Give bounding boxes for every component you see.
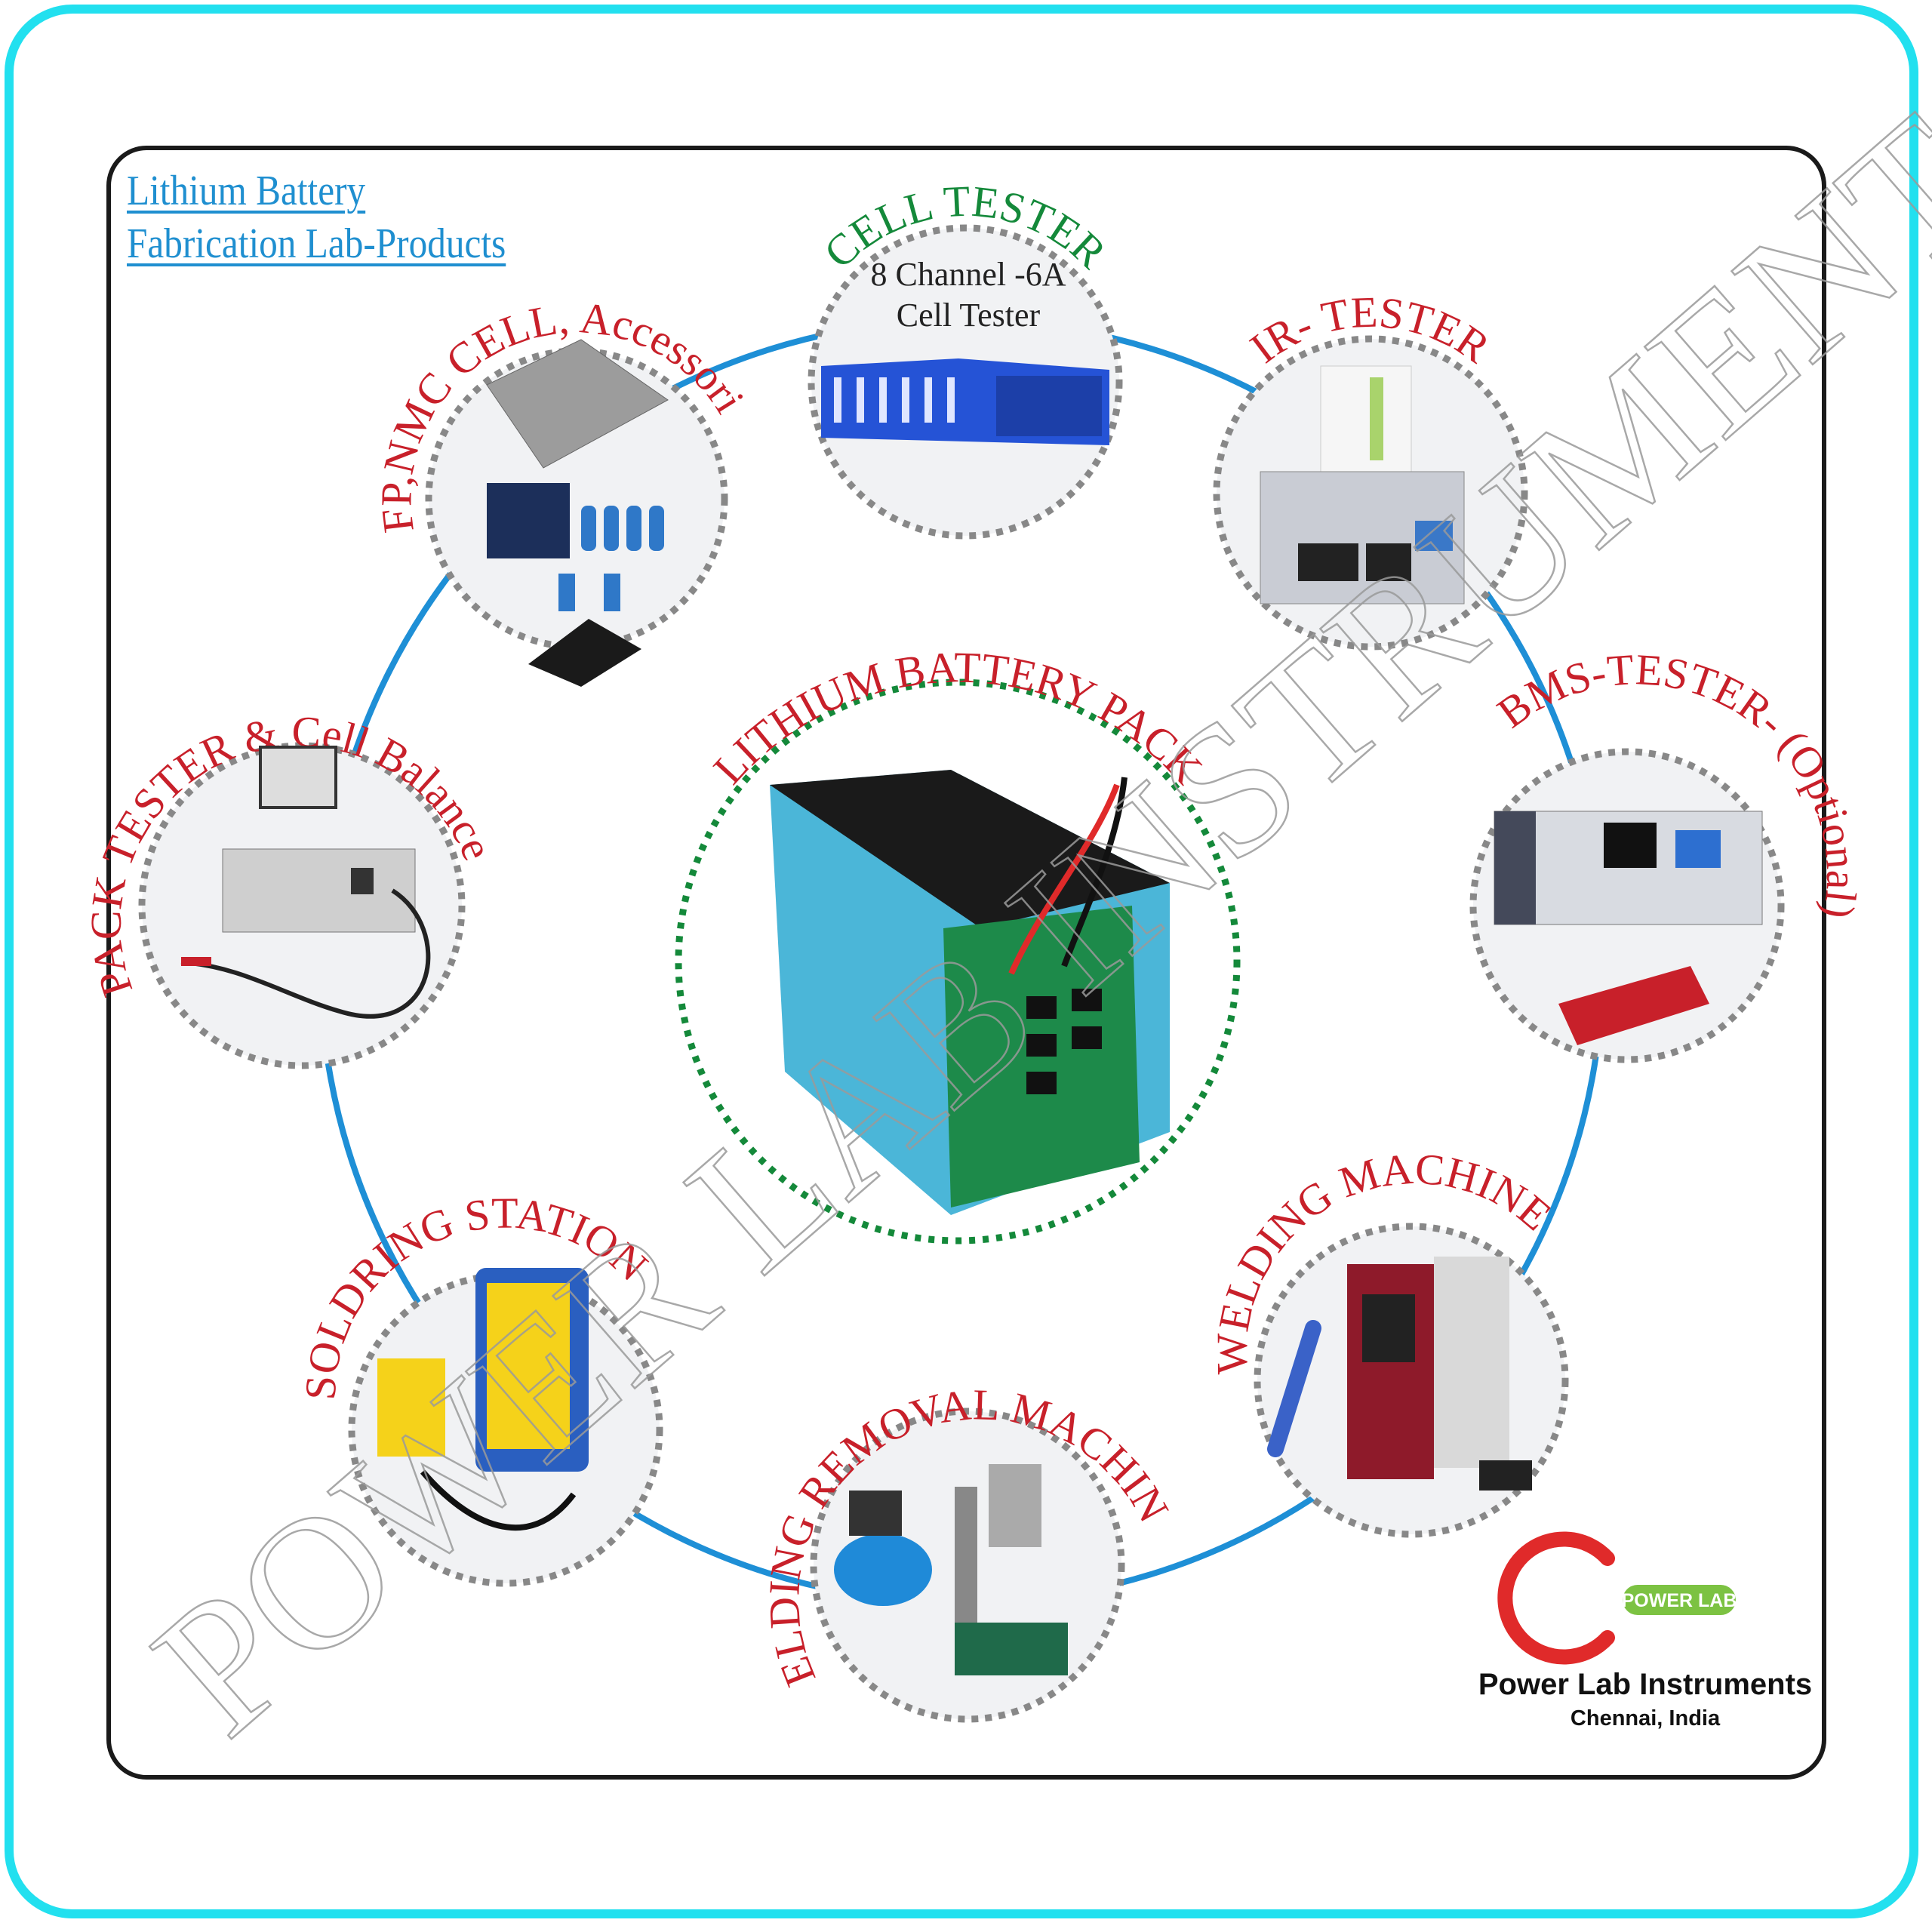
company-name: Power Lab Instruments [1478,1668,1813,1701]
page-title: Lithium Battery Fabrication Lab-Products [127,165,558,270]
product-caption: 8 Channel -6A [870,256,1066,293]
soldering-station-image [377,1268,589,1531]
title-line-1[interactable]: Lithium Battery [127,168,366,214]
logo-c-icon: POWER LAB [1497,1531,1737,1665]
product-cell-tester[interactable]: CELL TESTER 8 Channel -6A Cell Tester [808,176,1123,540]
title-line-2[interactable]: Fabrication Lab-Products [127,220,506,267]
ir-tester-image [1260,365,1465,605]
cells-accessories-image [486,339,669,687]
welding-removal-image [834,1464,1068,1675]
power-lab-logo: POWER LAB [1479,1524,1811,1751]
company-info: Power Lab Instruments Chennai, India [1468,1668,1823,1731]
bms-tester-image [1494,811,1763,1045]
battery-pack-image [770,770,1170,1215]
pack-tester-image [180,746,431,1019]
product-caption: Cell Tester [897,297,1041,334]
company-location: Chennai, India [1570,1706,1721,1730]
center-battery-pack[interactable]: LITHIUM BATTERY PACK [675,642,1241,1244]
logo-badge: POWER LAB [1622,1590,1737,1611]
welding-machine-image [1267,1257,1532,1491]
cell-tester-image [821,358,1109,445]
outer-frame [5,5,1918,1918]
